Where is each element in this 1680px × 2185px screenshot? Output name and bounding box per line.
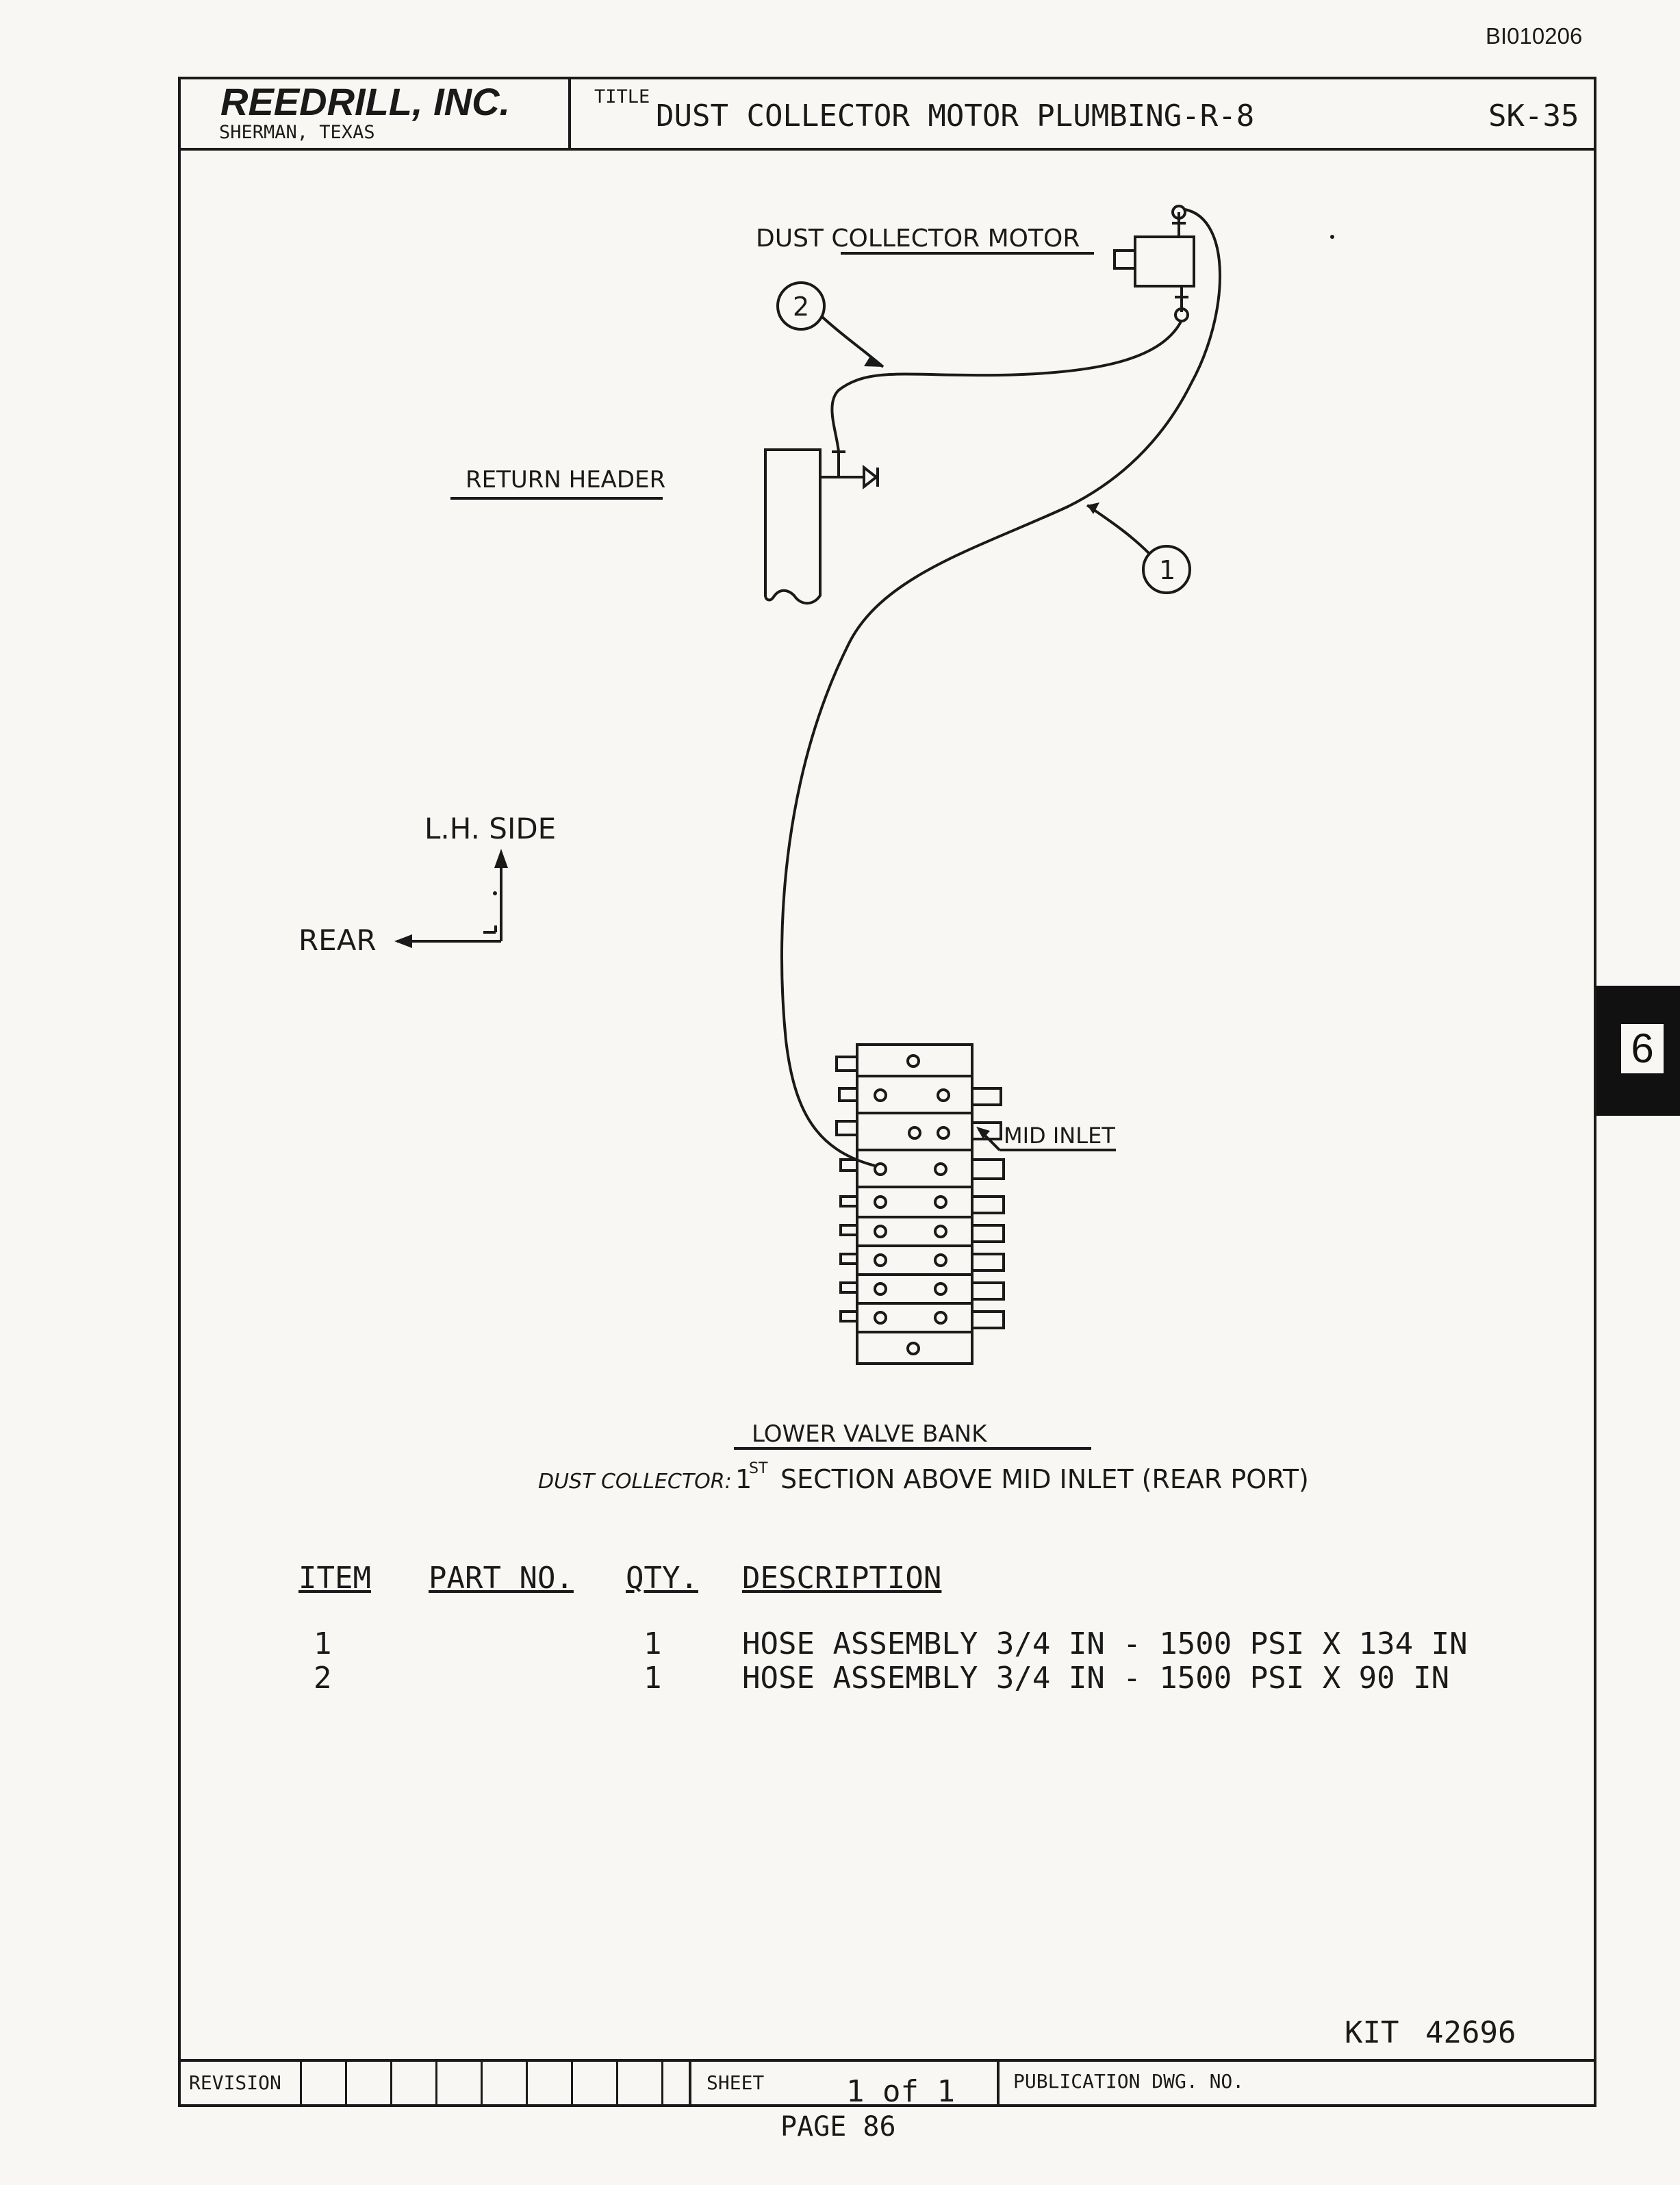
return-header-label: RETURN HEADER	[466, 466, 665, 494]
parts-header-qty: QTY.	[626, 1561, 698, 1596]
lh-side-label: L.H. SIDE	[424, 812, 556, 845]
revision-boxes	[300, 2060, 707, 2104]
drawing-title: DUST COLLECTOR MOTOR PLUMBING-R-8	[656, 99, 1255, 133]
publication-dwg-label: PUBLICATION DWG. NO.	[1013, 2070, 1245, 2093]
part-row-2-qty: 1	[644, 1661, 662, 1696]
footer-separator-2	[997, 2059, 1000, 2107]
rear-label: REAR	[298, 923, 377, 957]
motor-body	[1134, 235, 1195, 288]
dust-collector-note-superscript: ST	[749, 1460, 768, 1477]
lower-valve-bank	[734, 1043, 1116, 1450]
kit-label: KIT	[1345, 2015, 1399, 2050]
callout-1-label: 1	[1159, 555, 1175, 585]
callout-2-circle	[776, 281, 826, 331]
hose-2	[830, 320, 1183, 452]
footer-divider	[178, 2059, 1596, 2062]
title-label: TITLE	[594, 86, 650, 107]
drawing-frame	[178, 77, 1596, 2107]
footer-separator-1	[689, 2059, 691, 2107]
sheet-code: SK-35	[1488, 99, 1579, 133]
callout-1-circle	[1142, 545, 1191, 594]
return-header-pipe	[764, 448, 822, 605]
part-row-2-description: HOSE ASSEMBLY 3/4 IN - 1500 PSI X 90 IN	[742, 1661, 1450, 1696]
document-id: BI010206	[1486, 23, 1583, 49]
sheet-label: SHEET	[707, 2071, 765, 2094]
company-location: SHERMAN, TEXAS	[219, 122, 375, 143]
lower-valve-bank-label: LOWER VALVE BANK	[752, 1420, 988, 1448]
header-divider	[178, 148, 1596, 151]
parts-header-item: ITEM	[298, 1561, 371, 1596]
dust-collector-note-text: SECTION ABOVE MID INLET (REAR PORT)	[780, 1464, 1309, 1494]
dust-collector-motor-label: DUST COLLECTOR MOTOR	[756, 225, 1080, 253]
parts-header-description: DESCRIPTION	[742, 1561, 942, 1596]
sheet-value: 1 of 1	[846, 2074, 955, 2109]
company-name: REEDRILL, INC.	[220, 80, 511, 123]
section-tab-number: 6	[1621, 1024, 1664, 1073]
hose-1	[780, 208, 1221, 1167]
header-separator	[568, 77, 571, 149]
part-row-1-description: HOSE ASSEMBLY 3/4 IN - 1500 PSI X 134 IN	[742, 1626, 1468, 1661]
parts-header-part-no: PART NO.	[429, 1561, 574, 1596]
mid-inlet-label: MID INLET	[1004, 1123, 1115, 1149]
part-row-2-item: 2	[314, 1661, 332, 1696]
dust-collector-note-number: 1	[735, 1464, 752, 1494]
page-number: PAGE 86	[780, 2111, 896, 2143]
revision-label: REVISION	[189, 2071, 281, 2094]
dust-collector-note-prefix: DUST COLLECTOR:	[538, 1470, 732, 1494]
callout-2-label: 2	[793, 292, 809, 322]
kit-number: 42696	[1425, 2015, 1516, 2050]
part-row-1-qty: 1	[644, 1626, 662, 1661]
section-tab: 6	[1596, 986, 1680, 1116]
part-row-1-item: 1	[314, 1626, 332, 1661]
motor-shaft	[1113, 249, 1136, 270]
motor-port-top	[1171, 205, 1186, 220]
